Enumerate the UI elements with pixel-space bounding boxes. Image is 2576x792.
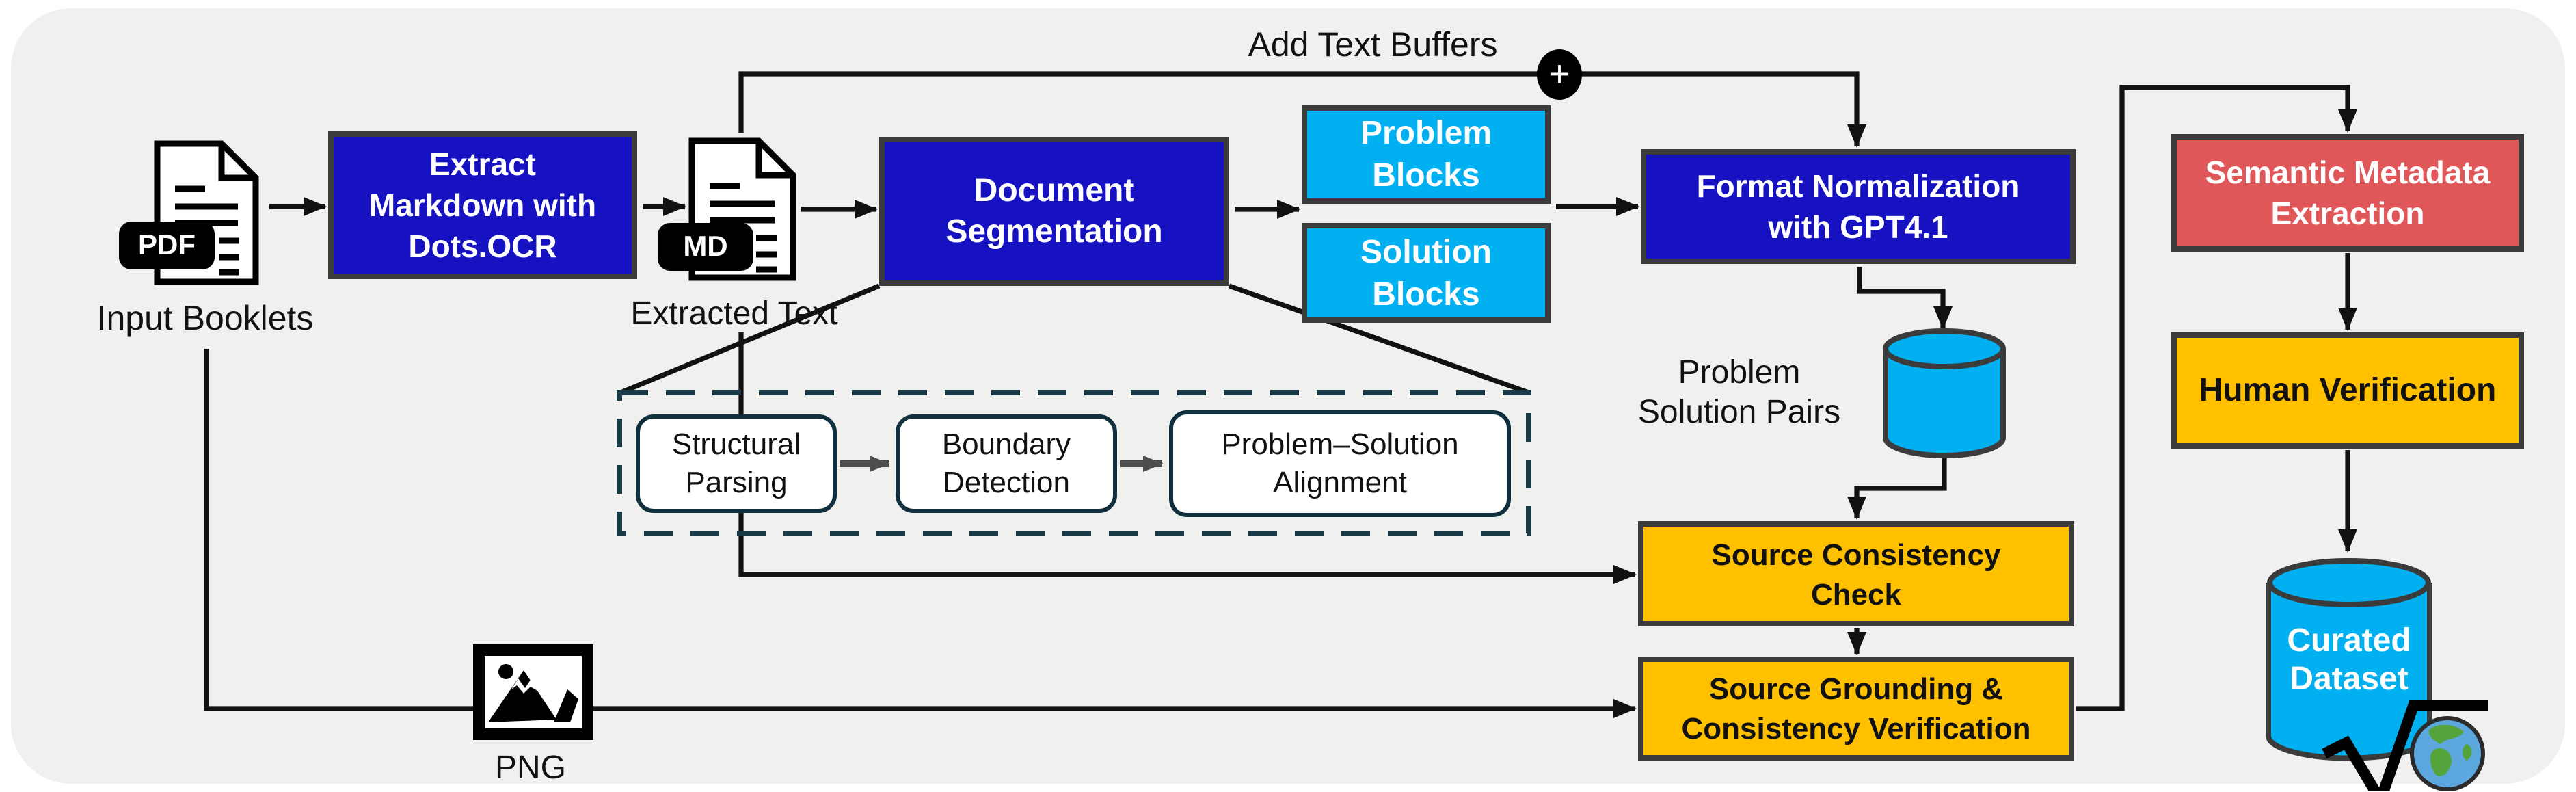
problem-line-2: Blocks — [1372, 157, 1480, 194]
plus-glyph: + — [1548, 53, 1570, 94]
solution-line-1: Solution — [1360, 233, 1492, 270]
png-image-icon — [473, 644, 593, 740]
wire-grounding-to-semantic — [2076, 85, 2357, 711]
extract-line-3: Dots.OCR — [408, 228, 557, 264]
wire-pdf-png-to-grounding — [204, 349, 1637, 718]
expansion-dashed-box — [617, 390, 1531, 536]
problem-line-1: Problem — [1360, 115, 1492, 152]
psp-line-2: Solution Pairs — [1637, 394, 1841, 431]
sqrt-globe-decoration — [2322, 700, 2488, 791]
problem-blocks-box: Problem Blocks — [1302, 105, 1551, 204]
docseg-line-2: Segmentation — [945, 213, 1163, 250]
semantic-line-2: Extraction — [2270, 196, 2425, 231]
sg-line-1: Source Grounding & — [1708, 672, 2004, 706]
format-line-2: with GPT4.1 — [1768, 209, 1948, 245]
wire-segmentation-to-scc — [738, 332, 1637, 584]
solution-blocks-box: Solution Blocks — [1302, 223, 1551, 323]
pdf-badge: PDF — [119, 222, 215, 269]
extracted-text-label: Extracted Text — [630, 295, 838, 332]
curated-dataset-db-icon — [2266, 558, 2432, 761]
input-booklets-label: Input Booklets — [96, 300, 314, 338]
expansion-line-left — [619, 283, 881, 395]
extract-line-1: Extract — [429, 146, 536, 182]
structural-line-2: Parsing — [685, 465, 788, 499]
structural-line-1: Structural — [671, 427, 801, 461]
wire-pairs-db-to-scc — [1847, 457, 1947, 520]
psp-line-1: Problem — [1678, 354, 1801, 391]
curated-line-1: Curated — [2287, 622, 2411, 659]
human-verification-box: Human Verification — [2171, 332, 2524, 449]
docseg-line-1: Document — [974, 172, 1135, 209]
semantic-metadata-box: Semantic Metadata Extraction — [2171, 134, 2524, 252]
structural-parsing-box: Structural Parsing — [636, 414, 837, 513]
wire-add-text-buffers — [738, 71, 1866, 148]
sg-line-2: Consistency Verification — [1681, 711, 2031, 745]
extract-line-2: Markdown with — [368, 187, 597, 223]
curated-dataset-label: Curated Dataset — [2266, 622, 2432, 699]
md-badge-label: MD — [683, 230, 728, 262]
problem-solution-pairs-db-icon — [1883, 328, 2006, 458]
alignment-line-2: Alignment — [1273, 465, 1407, 499]
human-verification-label: Human Verification — [2199, 372, 2497, 409]
png-label: PNG — [494, 750, 566, 787]
add-text-buffers-label: Add Text Buffers — [1248, 26, 1498, 64]
plus-icon: + — [1537, 49, 1582, 100]
problem-solution-alignment-box: Problem–Solution Alignment — [1169, 410, 1511, 517]
document-segmentation-box: Document Segmentation — [879, 137, 1229, 286]
source-consistency-check-box: Source Consistency Check — [1638, 521, 2074, 626]
boundary-line-2: Detection — [943, 465, 1070, 499]
solution-line-2: Blocks — [1372, 276, 1480, 313]
earth-globe-icon — [2410, 716, 2485, 791]
format-line-1: Format Normalization — [1696, 168, 2020, 204]
pdf-badge-label: PDF — [138, 229, 196, 261]
curated-line-2: Dataset — [2290, 661, 2409, 698]
boundary-line-1: Boundary — [941, 427, 1071, 461]
wire-format-to-pairs-db — [1857, 267, 1953, 330]
extract-markdown-box: Extract Markdown with Dots.OCR — [328, 131, 637, 279]
boundary-detection-box: Boundary Detection — [896, 414, 1117, 513]
format-normalization-box: Format Normalization with GPT4.1 — [1641, 149, 2076, 264]
problem-solution-pairs-label: Problem Solution Pairs — [1575, 353, 1903, 432]
scc-line-2: Check — [1810, 577, 1902, 611]
expansion-line-right — [1228, 283, 1530, 395]
square-root-icon — [2322, 700, 2488, 791]
md-badge: MD — [658, 223, 753, 271]
scc-line-1: Source Consistency — [1711, 537, 2001, 571]
alignment-line-1: Problem–Solution — [1221, 427, 1459, 461]
source-grounding-box: Source Grounding & Consistency Verificat… — [1638, 657, 2074, 761]
semantic-line-1: Semantic Metadata — [2205, 155, 2491, 190]
